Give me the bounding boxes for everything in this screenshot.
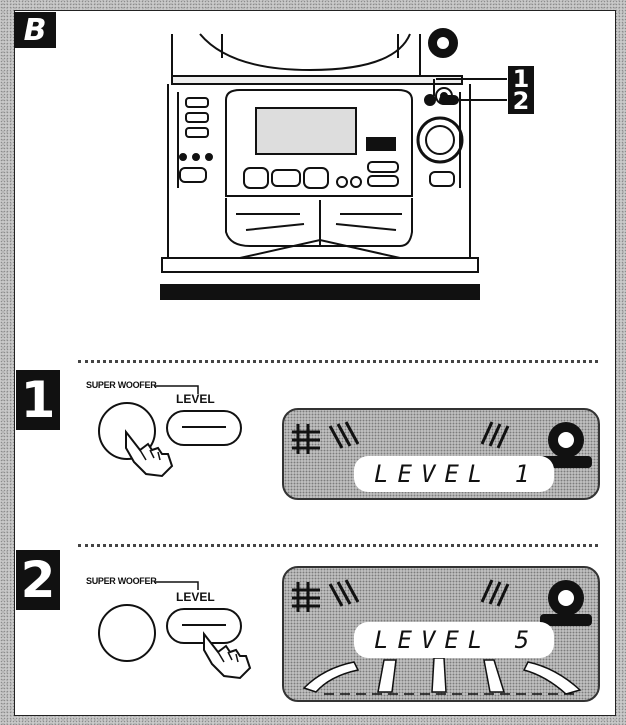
step-1-super-woofer-label: SUPER WOOFER [86, 380, 156, 390]
hand-pointer-icon [196, 624, 256, 680]
step-1-divider [78, 360, 598, 363]
step-1-display: LEVEL 1 [282, 408, 600, 500]
step-2-number: 2 [16, 550, 60, 610]
step-2-display: LEVEL 5 [282, 566, 600, 702]
step-2-display-text: LEVEL 5 [354, 622, 554, 658]
stereo-system-icon [0, 0, 626, 320]
hand-pointer-icon [118, 422, 178, 478]
step-2-bracket [154, 578, 214, 598]
step-2-super-woofer-label: SUPER WOOFER [86, 576, 156, 586]
step-2-super-woofer-button[interactable] [98, 604, 156, 662]
level-bars-icon [304, 658, 580, 694]
step-2-divider [78, 544, 598, 547]
step-1-bracket [154, 382, 214, 402]
callout-2: 2 [508, 88, 534, 114]
speaker-icon [540, 580, 592, 626]
step-1-display-text: LEVEL 1 [354, 456, 554, 492]
step-1-number: 1 [16, 370, 60, 430]
